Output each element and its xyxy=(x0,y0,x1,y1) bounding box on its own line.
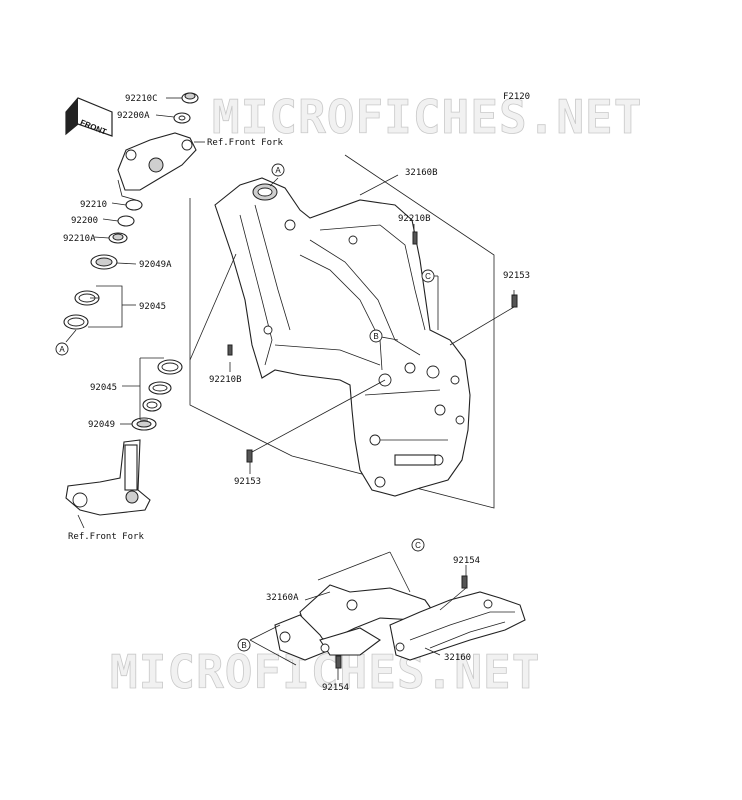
label-92154-bottom: 92154 xyxy=(322,683,349,693)
label-92210: 92210 xyxy=(80,200,107,210)
svg-text:B: B xyxy=(241,641,246,650)
callout-b-rear: B xyxy=(237,638,251,652)
callout-b-frame: B xyxy=(369,329,383,343)
stem-leader-lines xyxy=(65,97,205,529)
label-92049: 92049 xyxy=(88,420,115,430)
label-32160A: 32160A xyxy=(266,593,299,603)
label-ref-front-fork-bottom: Ref.Front Fork xyxy=(68,532,144,542)
steering-stem-parts xyxy=(63,92,199,516)
svg-text:A: A xyxy=(275,166,281,175)
label-92210C: 92210C xyxy=(125,94,158,104)
main-frame xyxy=(189,154,518,509)
svg-text:C: C xyxy=(415,541,421,550)
figure-code: F2120 xyxy=(503,92,530,102)
part-labels: 92210C 92200A Ref.Front Fork 92210 92200… xyxy=(63,94,530,693)
callout-a-left: A xyxy=(55,342,69,356)
front-arrow-icon: FRONT xyxy=(65,97,113,137)
watermark-bottom: MICROFICHES.NET xyxy=(110,645,540,699)
label-92154-top: 92154 xyxy=(453,556,480,566)
label-92200: 92200 xyxy=(71,216,98,226)
label-92153-bottom: 92153 xyxy=(234,477,261,487)
callout-a-top: A xyxy=(271,163,285,177)
label-32160B: 32160B xyxy=(405,168,438,178)
rear-subframe xyxy=(249,551,526,680)
label-92210B-left: 92210B xyxy=(209,375,242,385)
label-92045-top: 92045 xyxy=(139,302,166,312)
label-92210B-top: 92210B xyxy=(398,214,431,224)
label-92045-mid: 92045 xyxy=(90,383,117,393)
watermark-top: MICROFICHES.NET xyxy=(212,90,642,144)
label-92153-right: 92153 xyxy=(503,271,530,281)
label-92210A: 92210A xyxy=(63,234,96,244)
label-32160: 32160 xyxy=(444,653,471,663)
svg-text:B: B xyxy=(373,332,378,341)
svg-text:A: A xyxy=(59,345,65,354)
label-92200A: 92200A xyxy=(117,111,150,121)
svg-text:C: C xyxy=(425,272,431,281)
frame-leader-lines xyxy=(189,174,515,474)
label-92049A: 92049A xyxy=(139,260,172,270)
label-ref-front-fork-top: Ref.Front Fork xyxy=(207,138,283,148)
callout-c-rear: C xyxy=(411,538,425,552)
callout-c-frame: C xyxy=(421,269,435,283)
